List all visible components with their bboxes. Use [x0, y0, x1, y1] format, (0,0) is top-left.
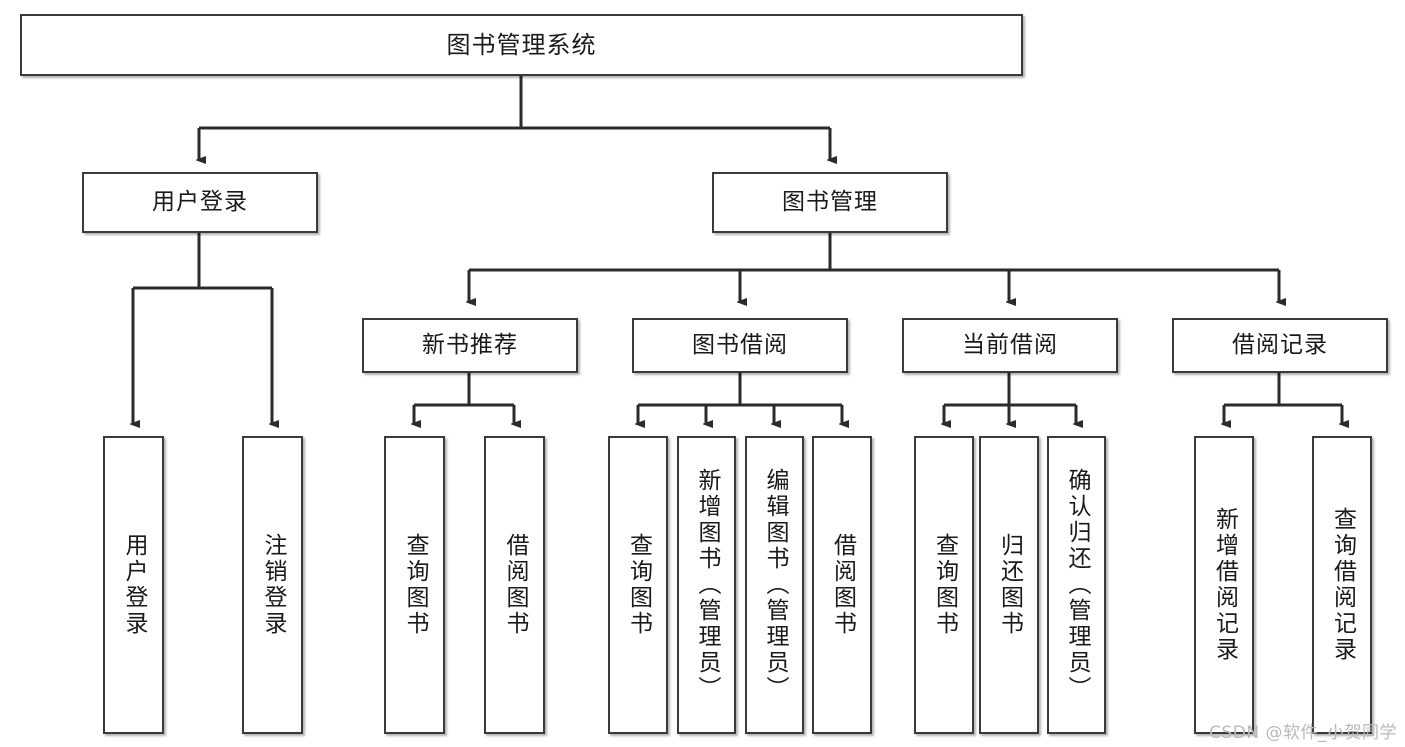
node-leaf-query-book-recommend[interactable]: 查询图书	[384, 436, 445, 734]
node-leaf-user-login[interactable]: 用户登录	[103, 436, 164, 734]
node-label: 查询图书	[625, 533, 652, 637]
node-leaf-query-book-current[interactable]: 查询图书	[914, 436, 974, 734]
node-label: 新增借阅记录	[1211, 507, 1238, 663]
node-label: 借阅图书	[502, 533, 528, 637]
node-label: 借阅记录	[1232, 331, 1328, 358]
node-leaf-confirm-return-admin[interactable]: 确认归还（管理员）	[1047, 436, 1106, 734]
node-user-login[interactable]: 用户登录	[82, 172, 318, 233]
node-leaf-borrow-book[interactable]: 借阅图书	[812, 436, 872, 734]
csdn-watermark: CSDN @软件_小贺同学	[1209, 723, 1397, 743]
node-leaf-borrow-book-recommend[interactable]: 借阅图书	[484, 436, 545, 734]
node-label: 归还图书	[996, 533, 1023, 637]
node-leaf-logout[interactable]: 注销登录	[242, 436, 303, 734]
node-label: 用户登录	[152, 188, 248, 215]
node-label: 查询图书	[402, 533, 428, 637]
node-book-management[interactable]: 图书管理	[712, 172, 948, 233]
node-root-book-management-system[interactable]: 图书管理系统	[20, 14, 1023, 76]
node-borrow-record[interactable]: 借阅记录	[1172, 318, 1388, 373]
node-label: 借阅图书	[829, 533, 856, 637]
node-leaf-return-book[interactable]: 归还图书	[979, 436, 1039, 734]
node-label: 图书借阅	[692, 331, 788, 358]
node-label: 注销登录	[260, 533, 286, 637]
node-new-book-recommend[interactable]: 新书推荐	[362, 318, 578, 373]
node-leaf-add-book-admin[interactable]: 新增图书（管理员）	[677, 436, 736, 734]
node-label: 图书管理	[782, 188, 878, 215]
node-book-borrow[interactable]: 图书借阅	[632, 318, 848, 373]
node-leaf-add-borrow-record[interactable]: 新增借阅记录	[1194, 436, 1254, 734]
node-label: 查询借阅记录	[1329, 507, 1356, 663]
node-label: 用户登录	[121, 533, 147, 637]
node-label: 编辑图书（管理员）	[762, 468, 788, 702]
node-leaf-query-book-borrow[interactable]: 查询图书	[608, 436, 668, 734]
node-label: 当前借阅	[962, 331, 1058, 358]
node-label: 确认归还（管理员）	[1064, 468, 1090, 702]
node-label: 新增图书（管理员）	[694, 468, 720, 702]
node-leaf-edit-book-admin[interactable]: 编辑图书（管理员）	[745, 436, 804, 734]
node-leaf-query-borrow-record[interactable]: 查询借阅记录	[1312, 436, 1372, 734]
node-label: 图书管理系统	[446, 30, 597, 59]
node-label: 新书推荐	[422, 331, 518, 358]
node-current-borrow[interactable]: 当前借阅	[902, 318, 1118, 373]
node-label: 查询图书	[931, 533, 958, 637]
